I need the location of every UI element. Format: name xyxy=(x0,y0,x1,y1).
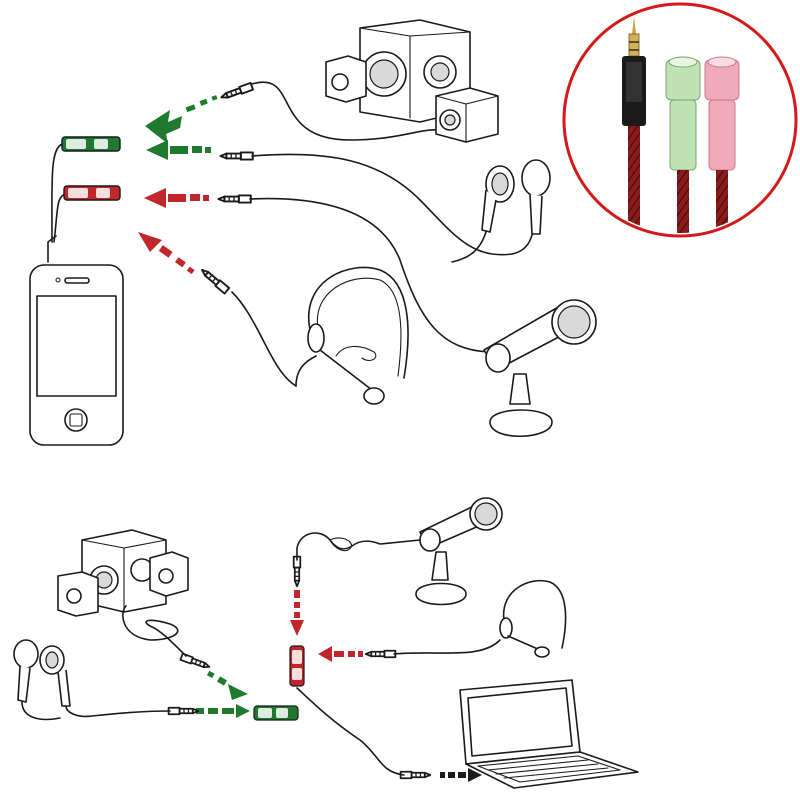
arrow-icon xyxy=(290,590,304,636)
smartphone-icon xyxy=(29,264,124,446)
arrow-icon xyxy=(138,232,195,275)
jack-plug-icon xyxy=(219,151,254,161)
jack-plug-icon xyxy=(167,706,200,716)
microphone-icon xyxy=(483,299,597,437)
arrow-icon xyxy=(206,670,248,700)
jack-plug-icon xyxy=(219,81,254,102)
speaker-icon xyxy=(325,19,499,143)
jack-plug-icon xyxy=(179,652,212,671)
jack-plug-icon xyxy=(292,555,302,588)
laptop-icon xyxy=(459,679,639,789)
headset-icon xyxy=(295,266,409,405)
jack-plug-icon xyxy=(198,266,231,295)
arrow-icon xyxy=(146,140,211,160)
arrow-icon xyxy=(318,646,363,662)
jack-plug-icon xyxy=(217,194,252,204)
splitter-cable-inset xyxy=(562,2,798,238)
arrow-icon xyxy=(144,188,209,208)
jack-plug-icon xyxy=(399,770,432,780)
jack-plug-icon xyxy=(364,649,397,659)
audio-splitter-icon xyxy=(47,136,121,263)
arrow-icon xyxy=(440,768,482,782)
audio-splitter-icon xyxy=(253,645,305,721)
microphone-icon xyxy=(415,497,503,606)
arrow-icon xyxy=(196,704,250,718)
arrow-icon xyxy=(145,95,218,144)
headset-icon xyxy=(499,579,567,658)
speaker-icon xyxy=(57,529,189,617)
earphones-icon xyxy=(451,159,551,263)
earphones-icon xyxy=(13,639,71,707)
